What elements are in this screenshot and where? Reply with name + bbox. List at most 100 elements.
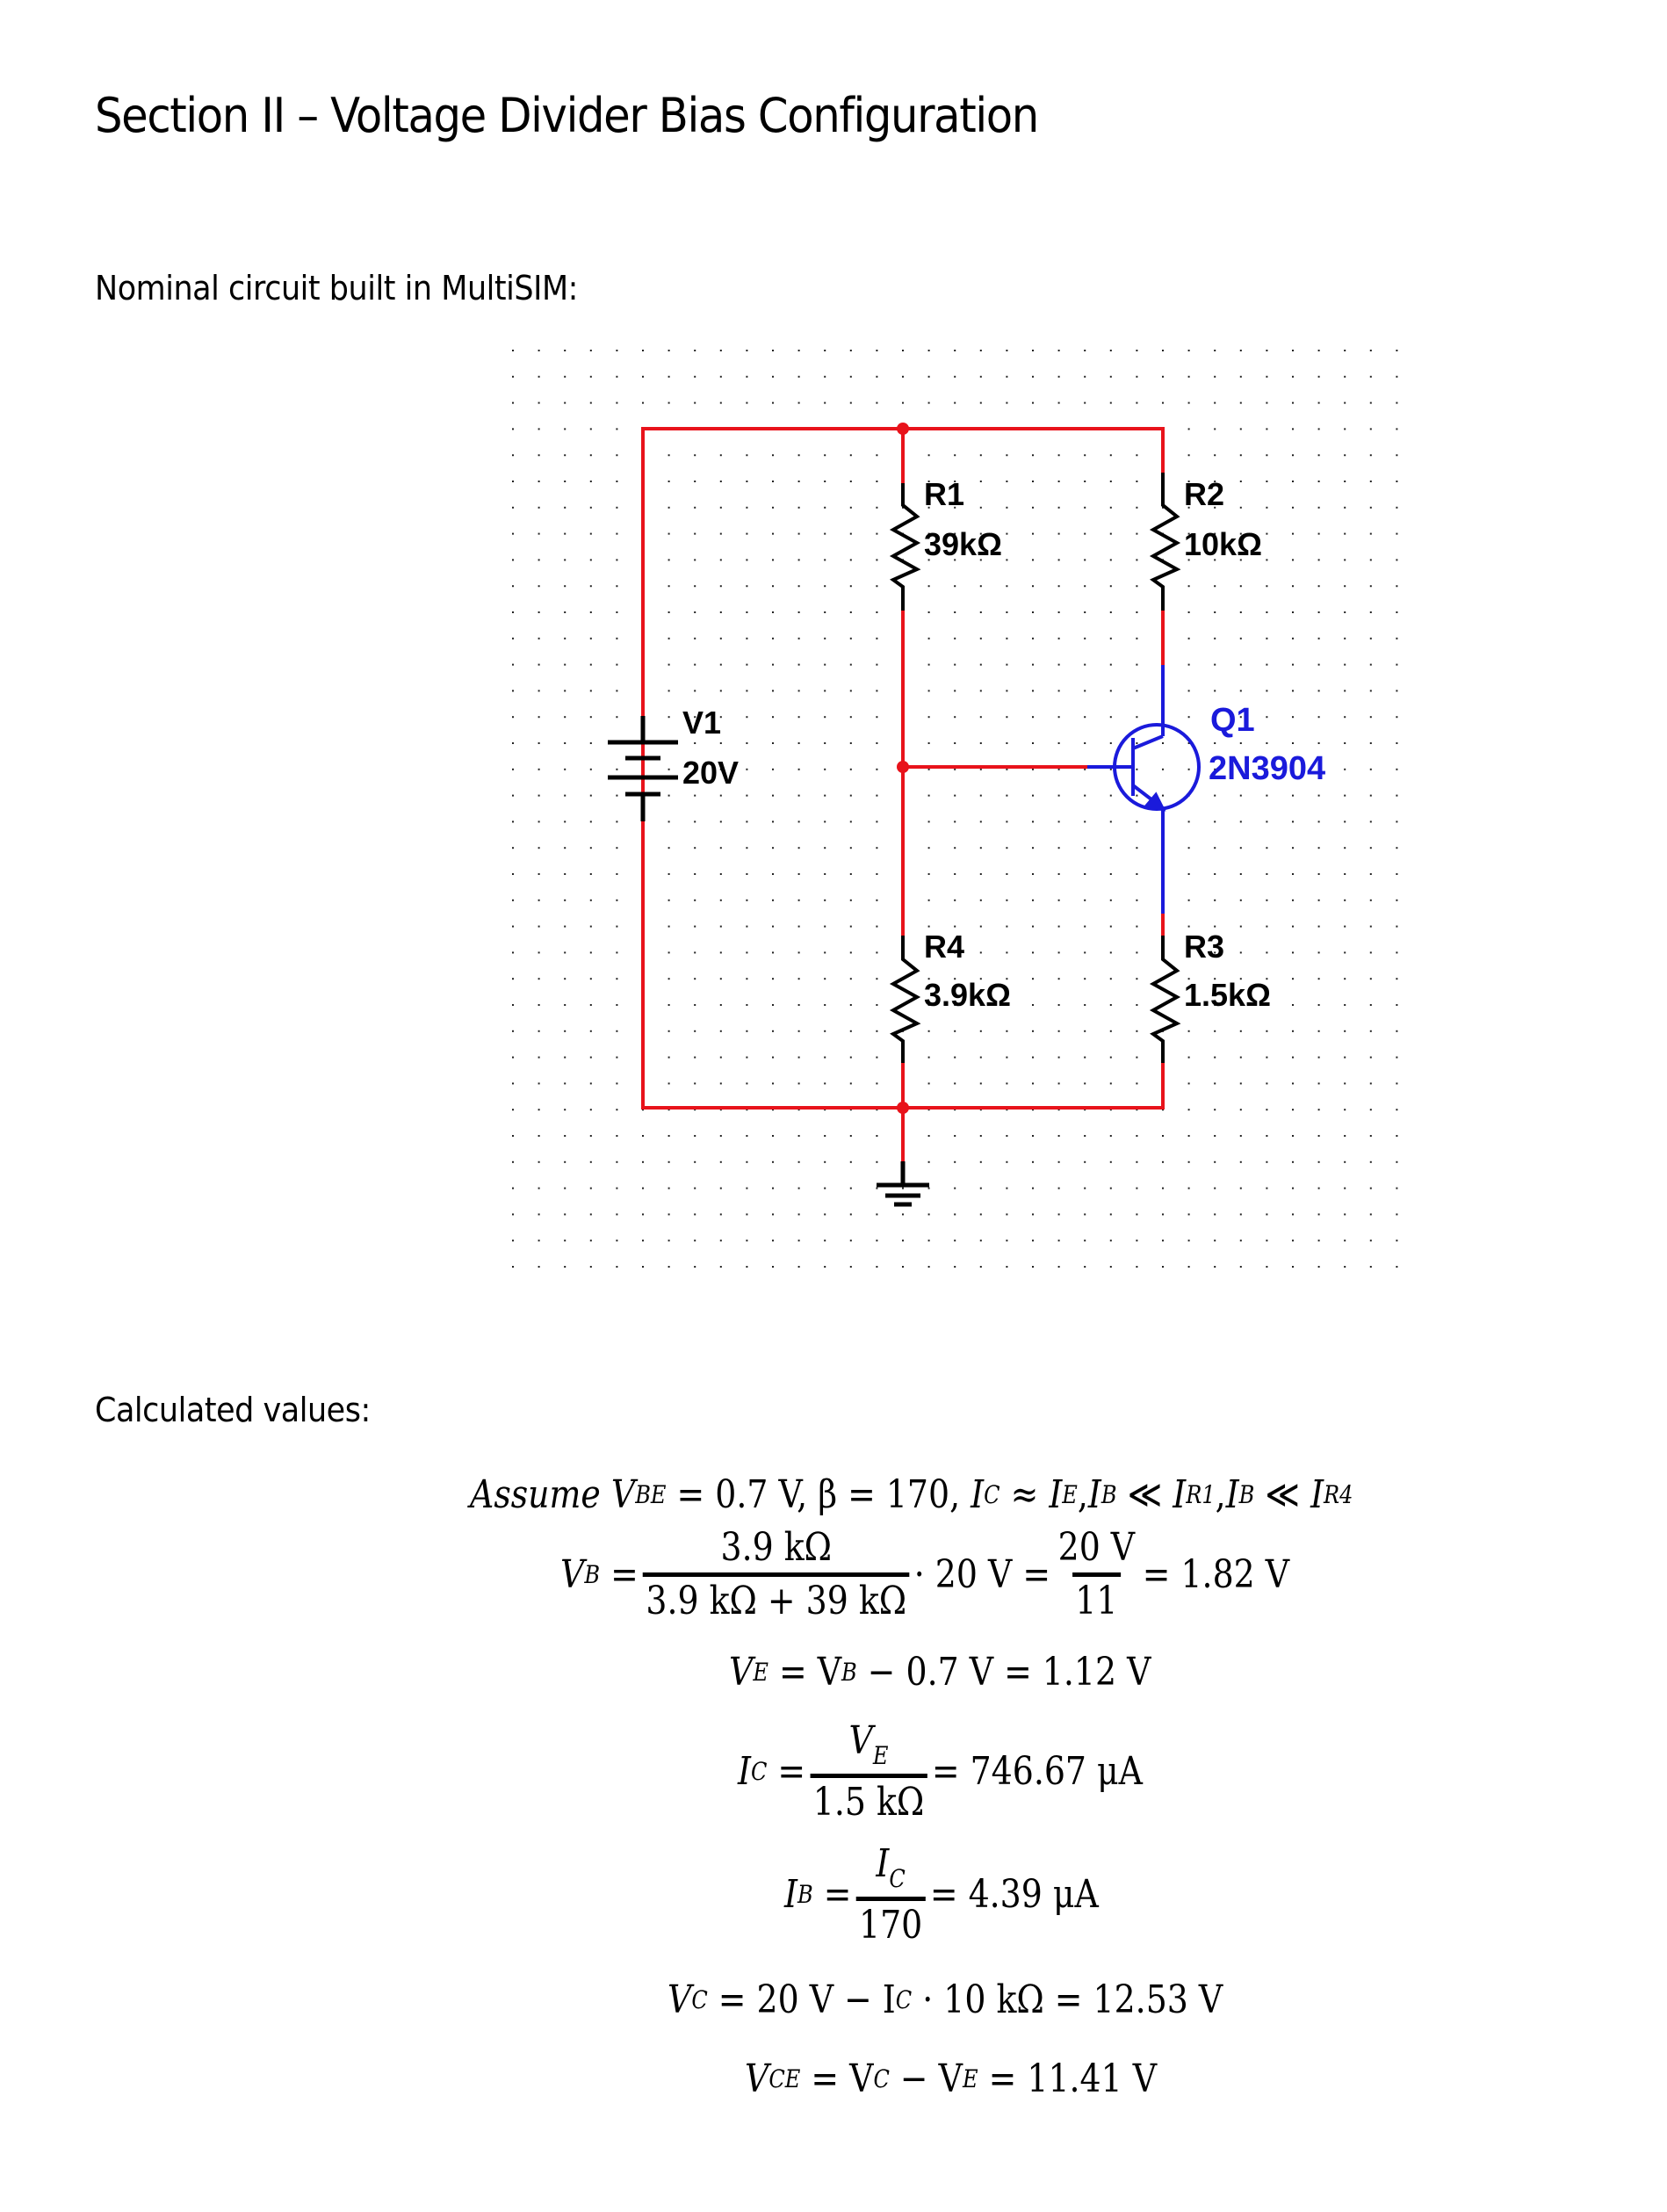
grid-dot [1136, 1240, 1138, 1242]
grid-dot [746, 1160, 748, 1163]
grid-dot [876, 350, 878, 351]
grid-dot [902, 1213, 904, 1216]
grid-dot [1266, 1266, 1268, 1268]
grid-dot [512, 1082, 514, 1085]
grid-dot [1084, 375, 1086, 378]
fraction-denominator: 170 [855, 1897, 926, 1945]
grid-dot [824, 1056, 826, 1059]
q1-model: 2N3904 [1209, 750, 1325, 787]
grid-dot [1369, 716, 1372, 719]
grid-dot [1292, 428, 1294, 430]
ic-sub: C [750, 1757, 768, 1786]
grid-dot [1214, 611, 1216, 613]
grid-dot [1006, 978, 1008, 980]
grid-dot [719, 951, 722, 954]
grid-dot [824, 1160, 826, 1163]
grid-dot [746, 1109, 748, 1111]
grid-dot [824, 925, 826, 928]
grid-dot [876, 663, 878, 666]
grid-dot [512, 951, 514, 954]
grid-dot [824, 794, 826, 797]
grid-dot [538, 663, 540, 666]
grid-dot [927, 1082, 930, 1085]
grid-dot [1214, 794, 1216, 797]
grid-dot [797, 873, 800, 875]
equals: = [777, 1749, 806, 1794]
grid-dot [1187, 1160, 1190, 1163]
grid-dot [719, 873, 722, 875]
r1-value: 39kΩ [924, 526, 1002, 562]
grid-dot [824, 611, 826, 613]
grid-dot [1317, 847, 1320, 849]
grid-dot [979, 585, 982, 588]
grid-dot [1396, 1109, 1398, 1111]
ib-sub: B [1101, 1480, 1117, 1509]
grid-dot [824, 506, 826, 509]
grid-dot [772, 768, 774, 770]
grid-dot [1344, 1266, 1346, 1268]
grid-dot [772, 506, 774, 509]
grid-dot [694, 1213, 696, 1216]
grid-dot [979, 1240, 982, 1242]
grid-dot [1032, 1030, 1034, 1032]
grid-dot [876, 690, 878, 692]
grid-dot [1187, 768, 1190, 770]
ib-result: = 4.39 μA [929, 1872, 1099, 1917]
grid-dot [1344, 716, 1346, 719]
grid-dot [694, 1187, 696, 1189]
grid-dot [1369, 951, 1372, 954]
grid-dot [1006, 820, 1008, 823]
grid-dot [616, 611, 618, 613]
grid-dot [616, 585, 618, 588]
grid-dot [589, 506, 592, 509]
grid-dot [1344, 1082, 1346, 1085]
grid-dot [772, 637, 774, 640]
grid-dot [954, 585, 956, 588]
grid-dot [772, 925, 774, 928]
grid-dot [1369, 611, 1372, 613]
calc-heading: Calculated values: [95, 1391, 371, 1429]
grid-dot [538, 481, 540, 482]
grid-dot [927, 1160, 930, 1163]
grid-dot [589, 716, 592, 719]
grid-dot [1136, 873, 1138, 875]
grid-dot [512, 716, 514, 719]
grid-dot [772, 1135, 774, 1137]
grid-dot [1239, 925, 1242, 928]
grid-dot [1214, 585, 1216, 588]
grid-dot [1396, 1240, 1398, 1242]
grid-dot [1239, 663, 1242, 666]
r1-ref: R1 [924, 476, 964, 512]
grid-dot [876, 951, 878, 954]
grid-dot [668, 1056, 670, 1059]
ic-symbol: I [876, 1841, 890, 1886]
grid-dot [694, 742, 696, 744]
grid-dot [1344, 951, 1346, 954]
grid-dot [1032, 951, 1034, 954]
grid-dot [1162, 1213, 1164, 1216]
grid-dot [1292, 663, 1294, 666]
grid-dot [1136, 350, 1138, 351]
grid-dot [694, 1109, 696, 1111]
grid-dot [564, 559, 566, 561]
grid-dot [1266, 585, 1268, 588]
grid-dot [1136, 951, 1138, 954]
grid-dot [1162, 350, 1164, 351]
grid-dot [694, 1160, 696, 1163]
q1-ref: Q1 [1210, 702, 1255, 739]
grid-dot [1214, 1109, 1216, 1111]
grid-dot [849, 1109, 852, 1111]
grid-dot [1396, 899, 1398, 901]
grid-dot [1057, 1266, 1060, 1268]
grid-dot [1369, 1160, 1372, 1163]
grid-dot [1317, 768, 1320, 770]
grid-dot [719, 663, 722, 666]
grid-dot [1396, 375, 1398, 378]
grid-dot [1239, 350, 1242, 351]
grid-dot [1084, 454, 1086, 457]
grid-dot [564, 899, 566, 901]
grid-dot [954, 951, 956, 954]
grid-dot [772, 1213, 774, 1216]
grid-dot [1292, 1030, 1294, 1032]
grid-dot [927, 1030, 930, 1032]
